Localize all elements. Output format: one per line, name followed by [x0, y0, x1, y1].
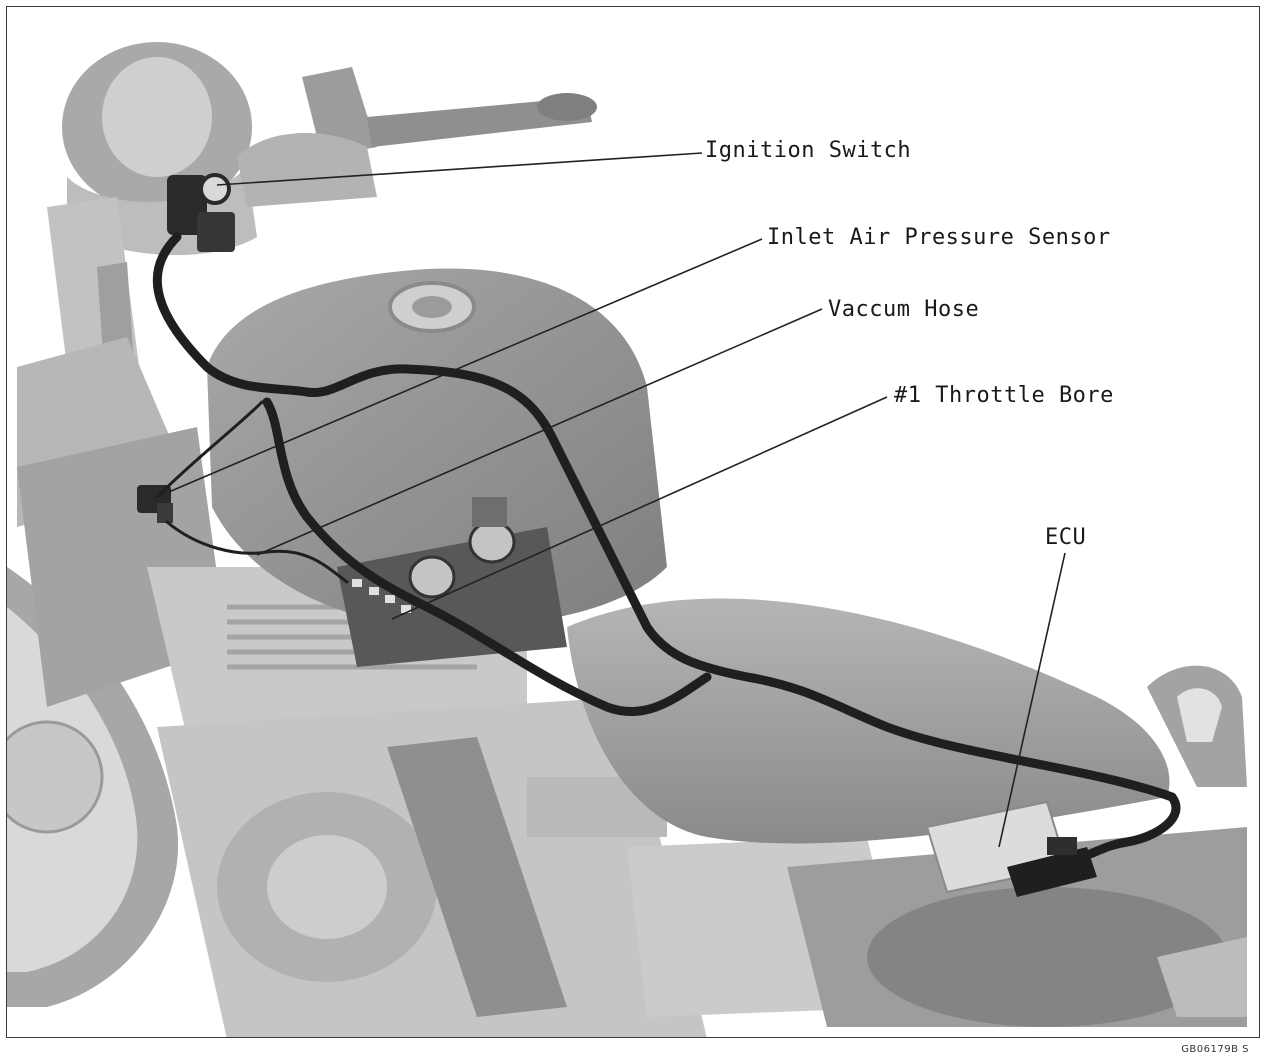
leader-ignition-switch — [216, 152, 703, 186]
callout-ignition-switch: Ignition Switch — [705, 138, 912, 163]
callout-ecu: ECU — [1045, 525, 1087, 550]
seat — [567, 598, 1247, 844]
leader-lines — [156, 152, 1066, 848]
callout-vacuum-hose: Vaccum Hose — [828, 297, 980, 322]
rear-section — [787, 827, 1247, 1027]
motorcycle-illustration — [7, 42, 1247, 1037]
leader-ecu — [998, 552, 1066, 848]
ecu-unit — [925, 800, 1097, 897]
handlebar — [237, 67, 597, 207]
diagram-frame: Ignition Switch Inlet Air Pressure Senso… — [6, 6, 1260, 1038]
callout-inlet-air-pressure-sensor: Inlet Air Pressure Sensor — [767, 225, 1111, 250]
leader-throttle-bore — [391, 396, 888, 620]
callout-throttle-bore: #1 Throttle Bore — [894, 383, 1114, 408]
wiring-harness — [152, 232, 1181, 862]
throttle-body — [337, 497, 567, 667]
leader-vacuum-hose — [256, 308, 823, 556]
ignition-switch-part — [167, 173, 235, 252]
figure-code: GB06179B S — [1181, 1044, 1249, 1055]
fork-and-frame — [17, 197, 527, 737]
leader-inlet-air-pressure-sensor — [156, 238, 763, 498]
